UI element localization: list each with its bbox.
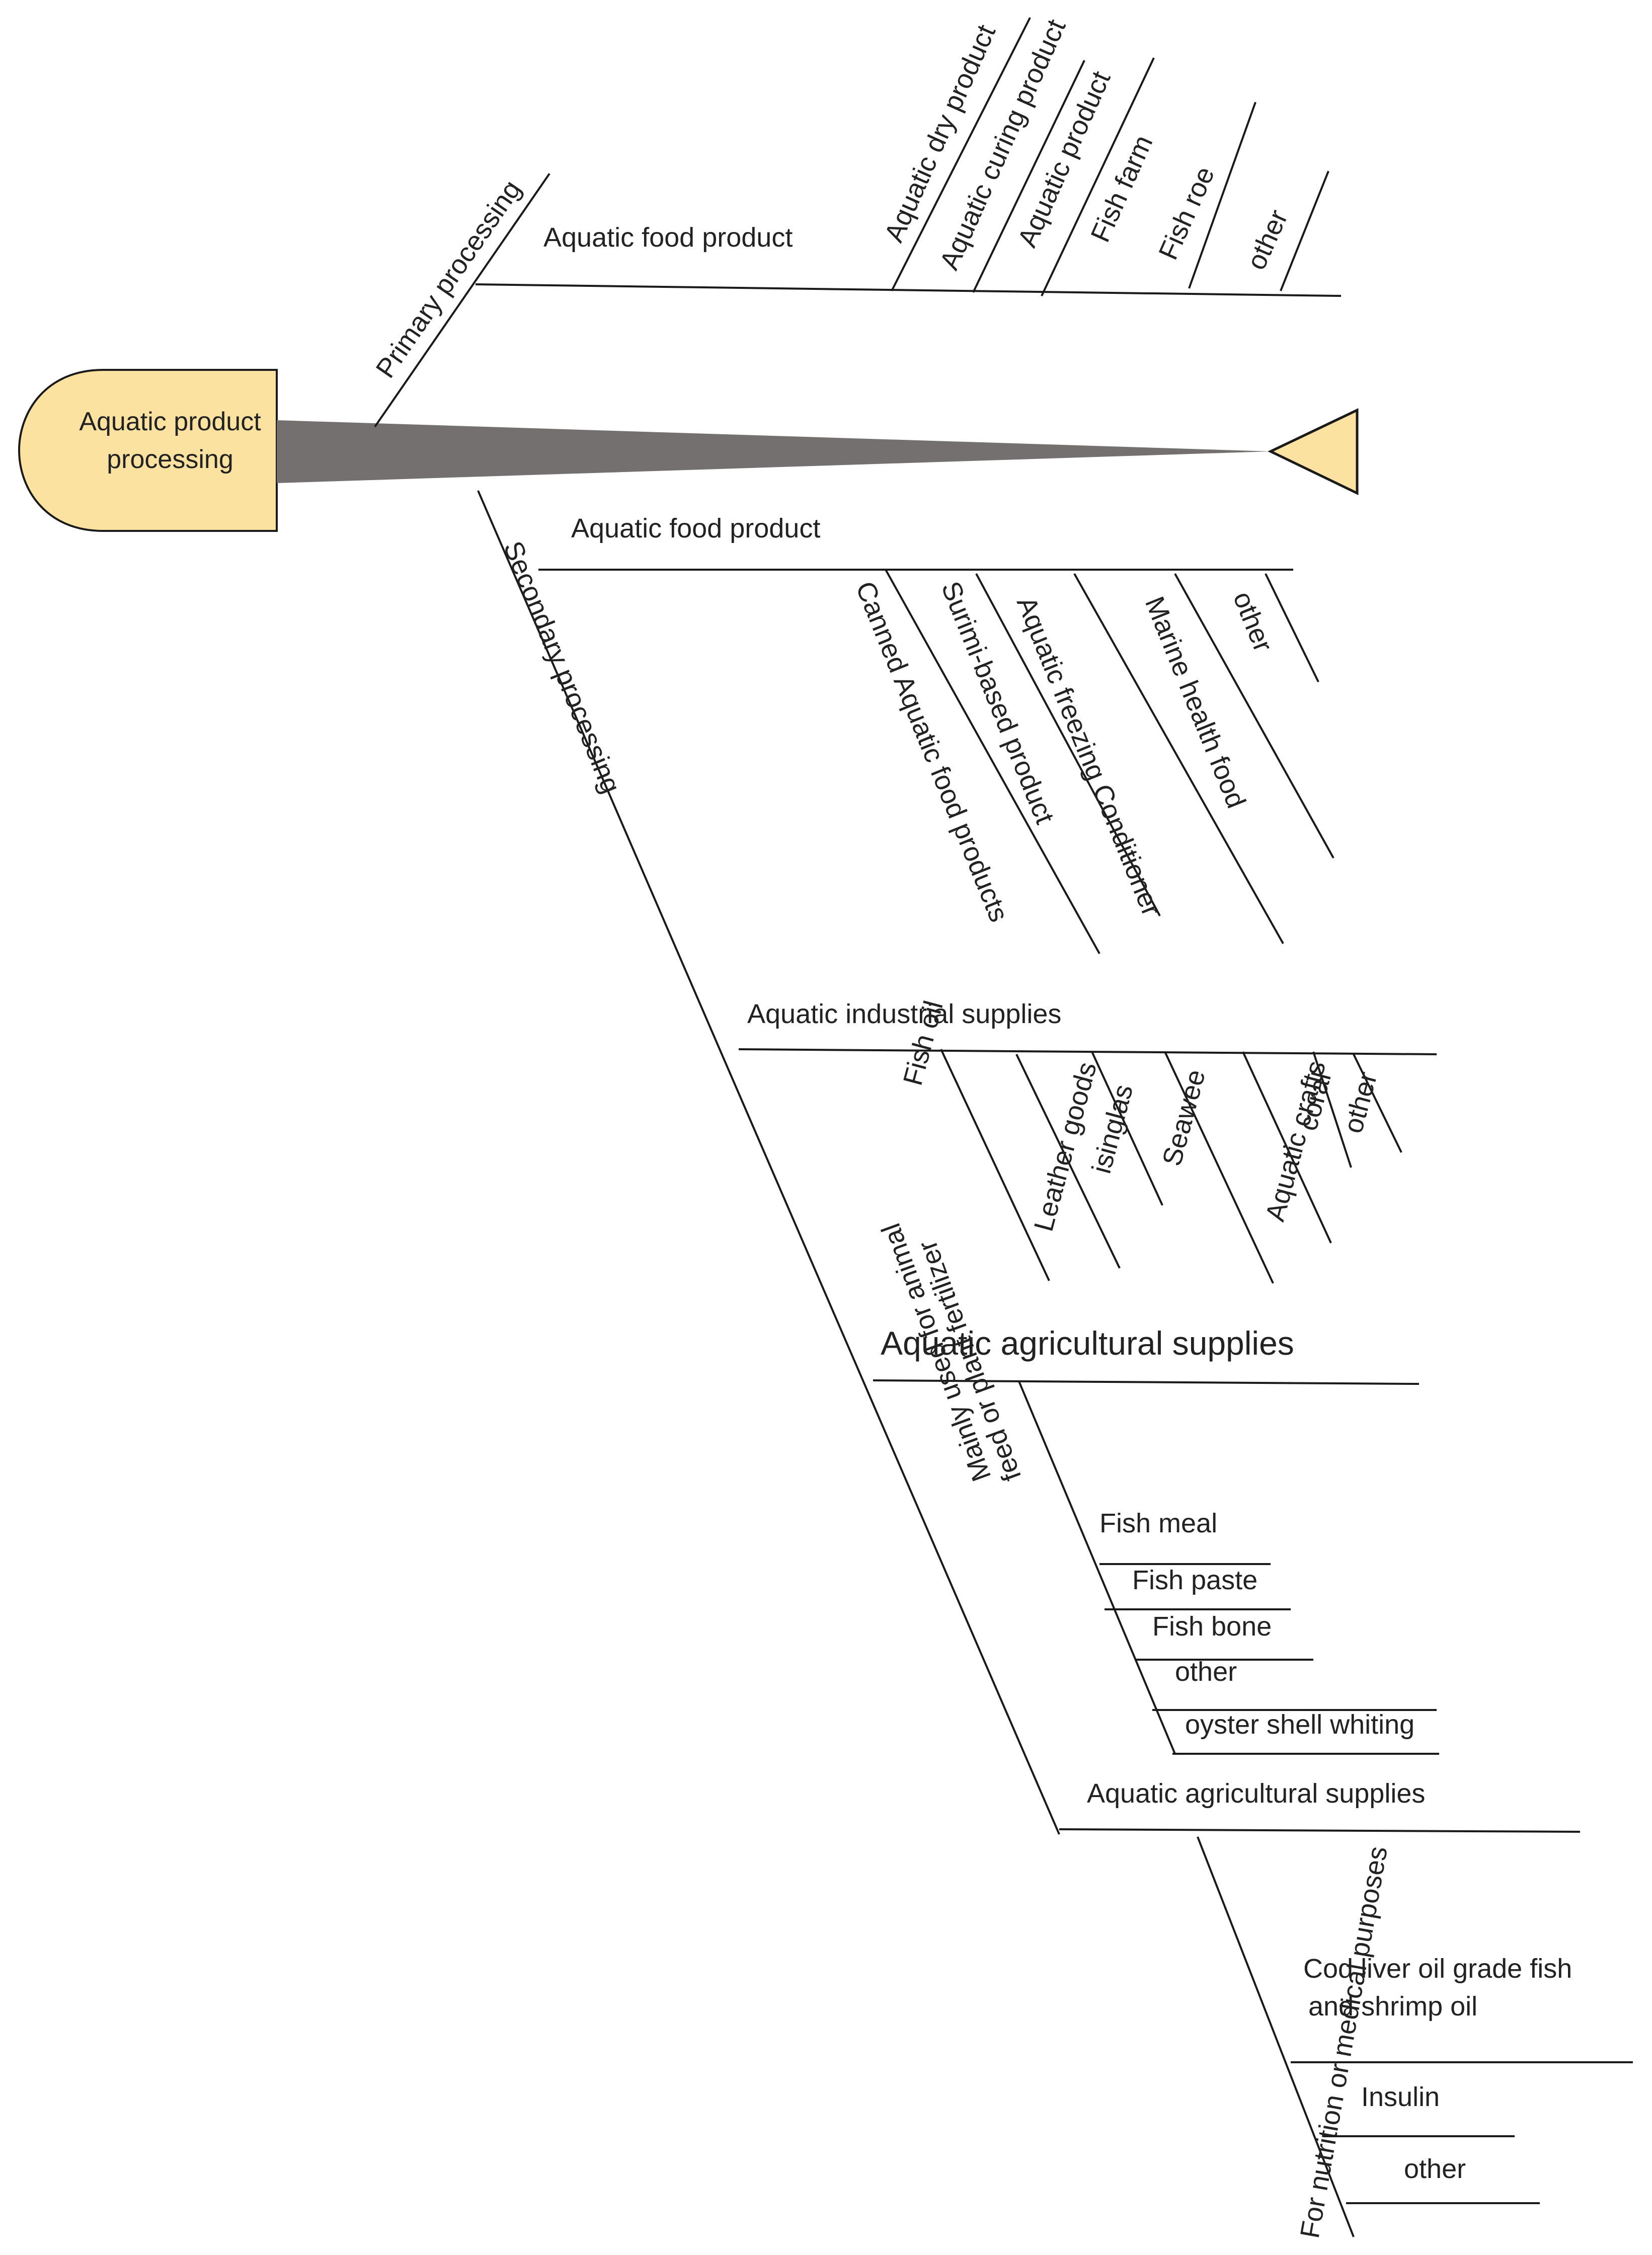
industrial-item-line (1164, 1051, 1274, 1284)
industrial-item-line (1242, 1051, 1332, 1243)
primary-branch: Primary processing Aquatic food product … (370, 15, 1342, 428)
primary-item-label: Aquatic curing product (934, 15, 1071, 274)
secondary-branch-label: Secondary processing (498, 537, 626, 798)
food-item-line (1073, 573, 1284, 944)
primary-item-label: Fish farm (1085, 131, 1158, 247)
medical-item-label: Insulin (1361, 2082, 1440, 2112)
fish-tail (1268, 408, 1359, 495)
food-category-label: Aquatic food product (571, 513, 820, 543)
primary-branch-label: Primary processing (370, 175, 527, 383)
industrial-category-label: Aquatic industrial supplies (747, 999, 1061, 1029)
medical-branch-line (1197, 1836, 1355, 2237)
agricultural-category-label: Aquatic agricultural supplies (881, 1325, 1294, 1362)
food-item-line (885, 569, 1100, 954)
food-item-line (1265, 573, 1319, 682)
feed-item-label: Fish paste (1132, 1565, 1257, 1595)
food-item-label: Canned Aquatic food products (850, 577, 1014, 926)
medical-item-label-line2: and shrimp oil (1308, 1991, 1477, 2021)
industrial-item-line (1015, 1054, 1121, 1269)
industrial-item-line (940, 1049, 1050, 1281)
primary-branch-line (374, 173, 550, 428)
primary-category-label: Aquatic food product (543, 222, 793, 253)
agricultural-category-line (873, 1379, 1420, 1385)
primary-item-label: other (1241, 205, 1294, 274)
feed-item-label: Fish meal (1099, 1508, 1217, 1538)
primary-item-line (972, 60, 1085, 293)
food-item-line (1174, 573, 1334, 859)
food-item-label: Marine health food (1139, 592, 1251, 812)
industrial-item-line (1091, 1051, 1163, 1206)
feed-item-label: oyster shell whiting (1185, 1709, 1414, 1740)
industrial-item-label: Seawee (1157, 1066, 1211, 1169)
food-item-label: other (1227, 587, 1279, 656)
industrial-item-line (1312, 1051, 1352, 1168)
primary-item-line (891, 17, 1031, 291)
fish-head-title-line2: processing (107, 445, 233, 474)
secondary-branch-line (477, 490, 1060, 1835)
primary-item-label: Fish roe (1153, 162, 1220, 264)
medical-item-label: other (1404, 2154, 1466, 2184)
industrial-category-line (738, 1048, 1437, 1055)
primary-item-line (1280, 171, 1329, 291)
feed-branch-line (1018, 1381, 1176, 1754)
fish-head-title-line1: Aquatic product (79, 407, 261, 436)
industrial-item-line (1353, 1054, 1402, 1153)
food-item-line (975, 573, 1161, 916)
fish-head: Aquatic product processing (18, 369, 278, 532)
fish-spine (277, 420, 1271, 483)
feed-item-label: other (1175, 1657, 1237, 1687)
agricultural-subcategory-label: Aquatic agricultural supplies (1087, 1778, 1425, 1809)
secondary-branch: Secondary processing Aquatic food produc… (477, 490, 1633, 2240)
primary-item-line (1188, 102, 1256, 289)
medical-branch-label: For nutrition or medical purposes (1295, 1844, 1393, 2240)
feed-item-label: Fish bone (1152, 1611, 1272, 1642)
agricultural-subcategory-line (1059, 1828, 1581, 1833)
primary-item-line (1041, 57, 1155, 296)
fish-head-shape (18, 369, 278, 532)
primary-category-line (475, 283, 1342, 297)
medical-item-label-line1: Cod liver oil grade fish (1303, 1954, 1572, 1984)
